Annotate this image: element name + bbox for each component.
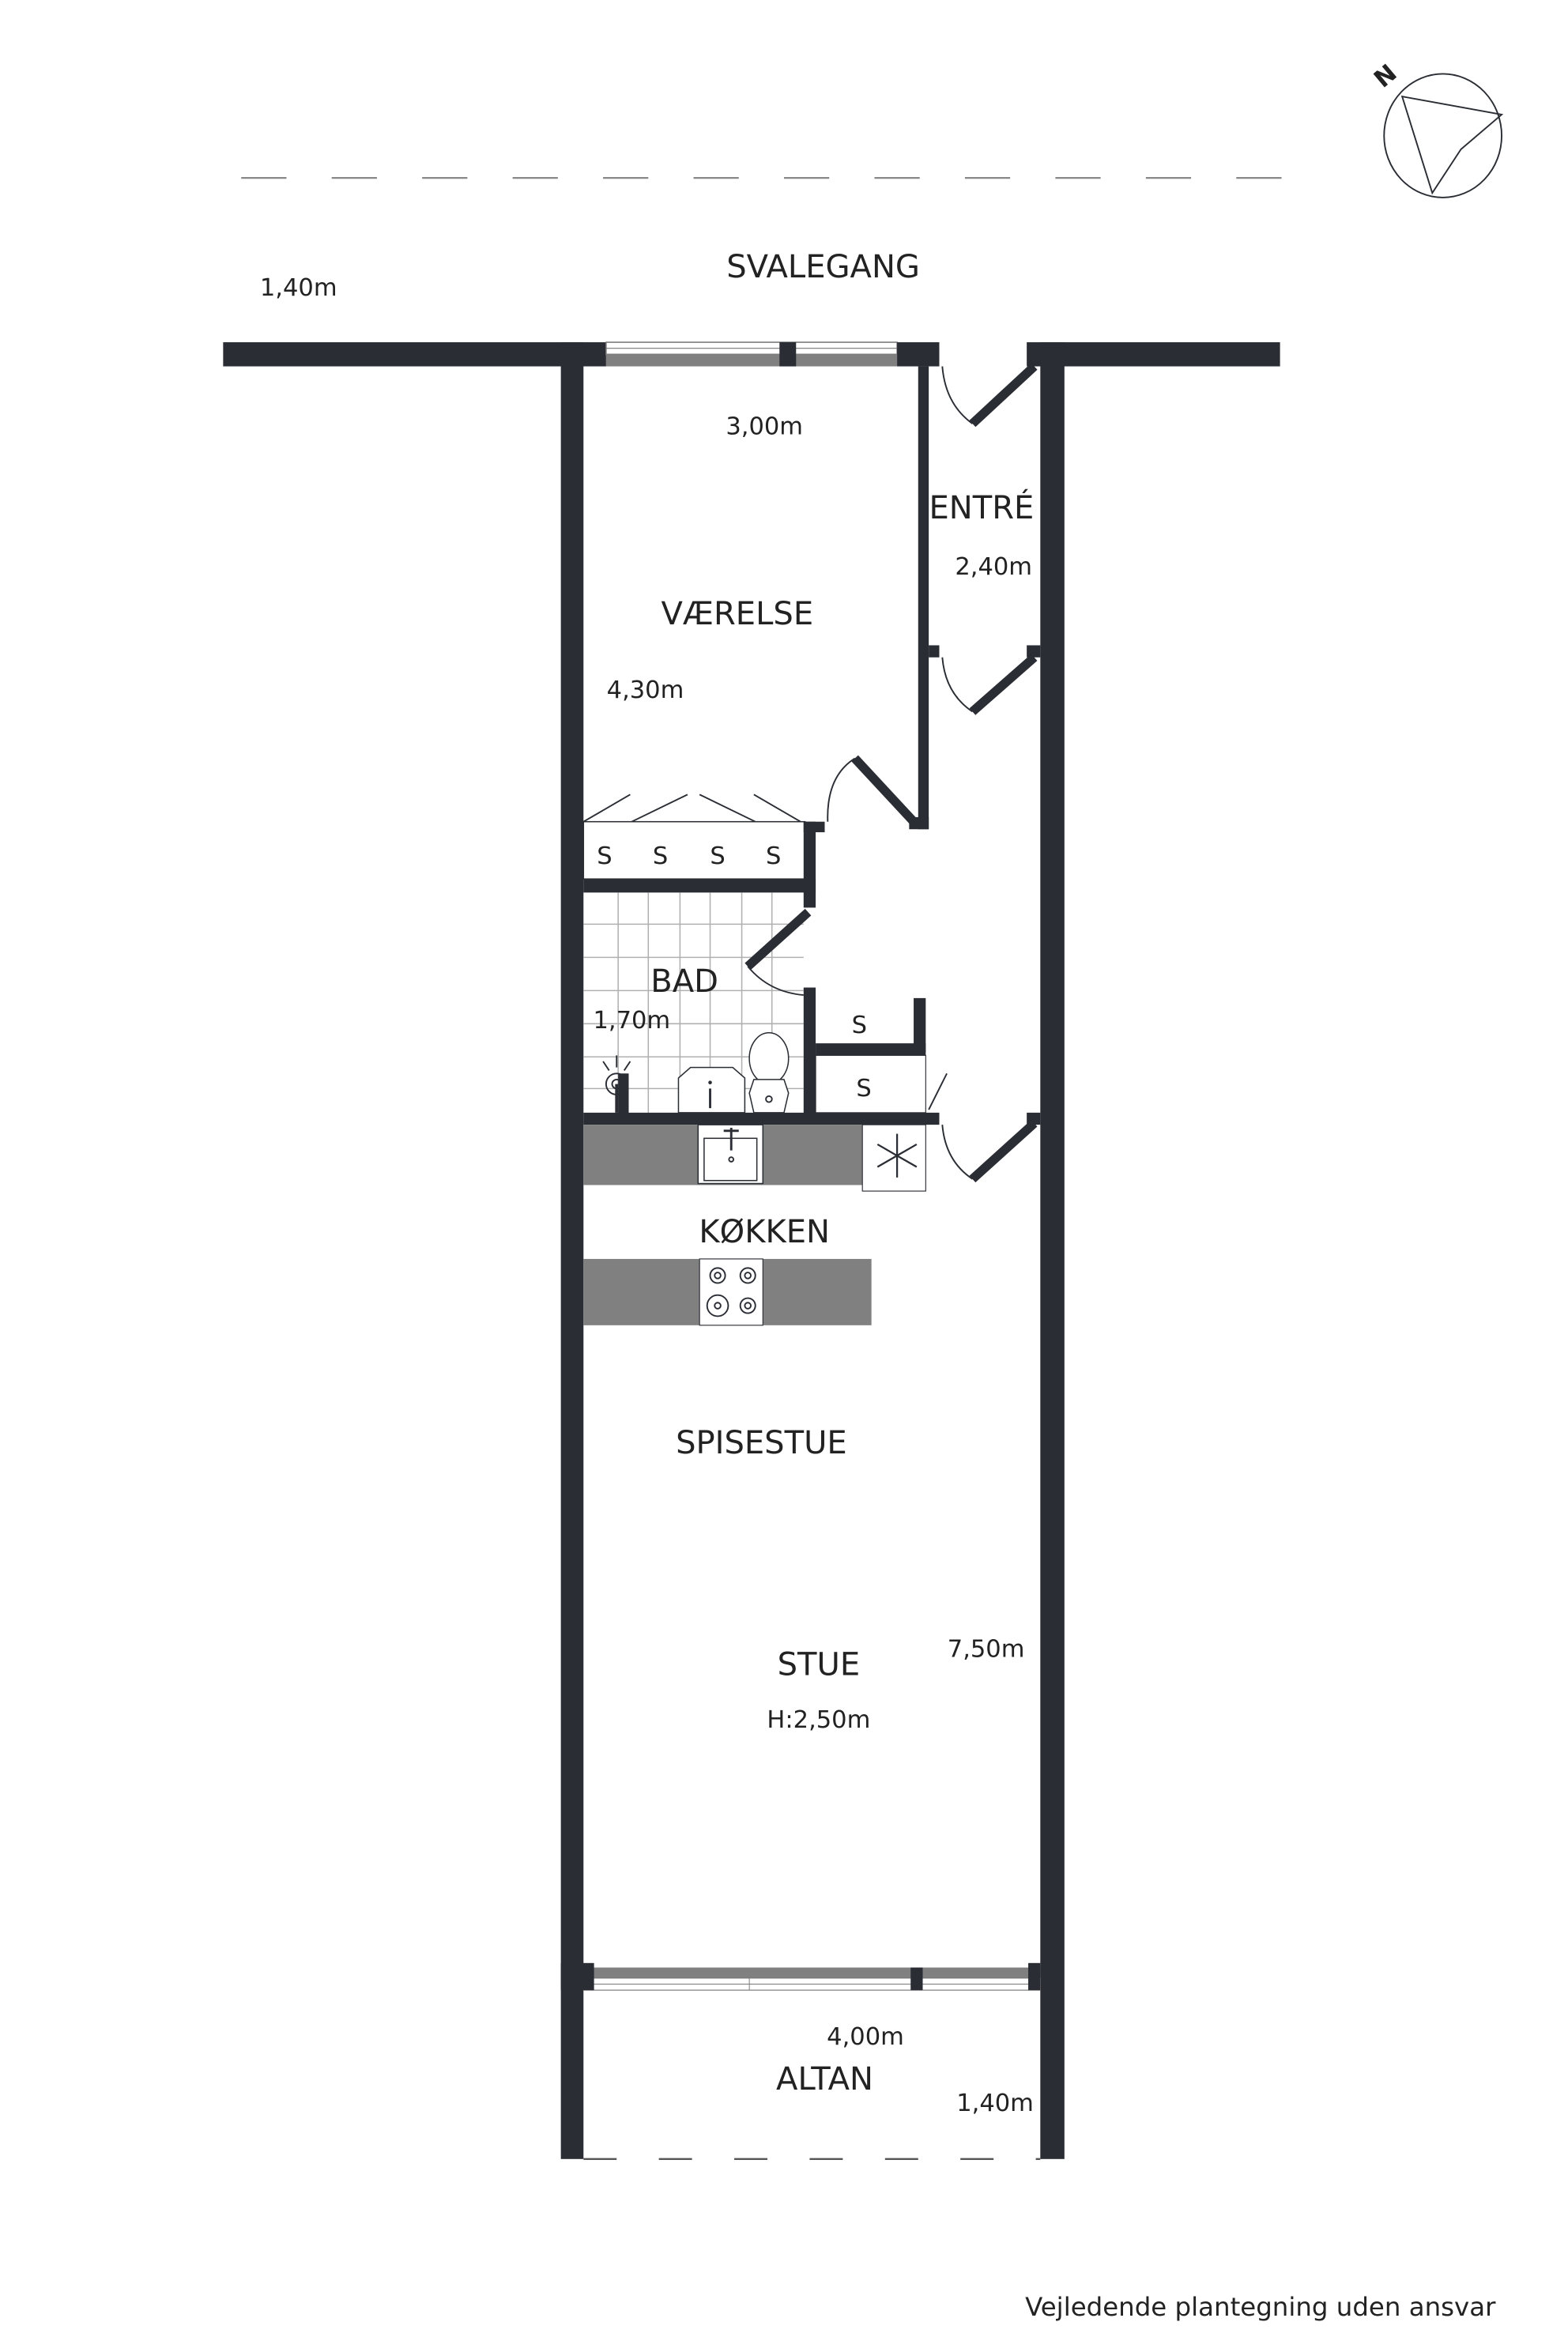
- kitchen-sink-icon: [697, 1124, 764, 1185]
- room-label-koekken: KØKKEN: [699, 1214, 830, 1250]
- wall-left: [560, 342, 584, 2159]
- vaerelse-door[interactable]: [827, 755, 918, 825]
- fridge-snowflake-icon: [861, 1124, 926, 1192]
- room-label-svalegang: SVALEGANG: [726, 249, 920, 285]
- living-door[interactable]: [941, 1119, 1038, 1183]
- window-altan: [560, 1962, 1041, 1991]
- dimension-altan-depth: 1,40m: [956, 2090, 1034, 2117]
- wall-top-left: [223, 342, 606, 367]
- room-label-bad: BAD: [650, 963, 718, 1000]
- wall-stub: [929, 645, 940, 658]
- ceiling-height: H:2,50m: [767, 1706, 870, 1734]
- front-door[interactable]: [941, 363, 1038, 428]
- storage-closets: S S: [815, 997, 948, 1114]
- storage-label: S: [653, 842, 668, 870]
- dimension-vaerelse-length: 4,30m: [607, 677, 684, 704]
- disclaimer: Vejledende plantegning uden ansvar: [1025, 2292, 1496, 2322]
- room-label-spisestue: SPISESTUE: [676, 1425, 847, 1461]
- wall-kitchen-top: [583, 1112, 940, 1125]
- shower-icon: [602, 1055, 631, 1113]
- dimension-vaerelse-width: 3,00m: [726, 413, 803, 440]
- wall-top-mid: [897, 342, 940, 367]
- entre-door[interactable]: [941, 654, 1038, 715]
- storage-label: S: [710, 842, 725, 870]
- dimension-svalegang: 1,40m: [260, 274, 337, 302]
- stove-icon: [699, 1258, 763, 1326]
- room-label-vaerelse: VÆRELSE: [662, 596, 814, 632]
- wall-stub: [1027, 645, 1041, 658]
- dimension-stue: 7,50m: [948, 1636, 1025, 1664]
- dimension-altan-width: 4,00m: [827, 2023, 904, 2051]
- room-label-stue: STUE: [778, 1646, 861, 1683]
- room-label-entre: ENTRÉ: [929, 488, 1034, 526]
- bathroom-sink-icon: [677, 1066, 746, 1114]
- storage-label: S: [852, 1012, 867, 1039]
- storage-label: S: [597, 842, 612, 870]
- toilet-icon: [748, 1032, 790, 1114]
- wall-top-right: [1027, 342, 1280, 367]
- storage-label: S: [856, 1075, 871, 1102]
- bathroom-door[interactable]: [744, 908, 812, 997]
- wardrobe: S S S S: [582, 793, 825, 908]
- room-label-altan: ALTAN: [776, 2061, 873, 2098]
- wall-right: [1040, 342, 1065, 2159]
- wall-bathroom-right: [803, 987, 816, 1116]
- dimension-entre: 2,40m: [955, 553, 1032, 581]
- wall-entre: [918, 366, 929, 830]
- compass-north-label: N: [1369, 59, 1402, 93]
- dimension-bad: 1,70m: [593, 1007, 670, 1035]
- compass-icon: N: [1369, 59, 1504, 198]
- window-vaerelse: [605, 341, 898, 367]
- storage-label: S: [766, 842, 781, 870]
